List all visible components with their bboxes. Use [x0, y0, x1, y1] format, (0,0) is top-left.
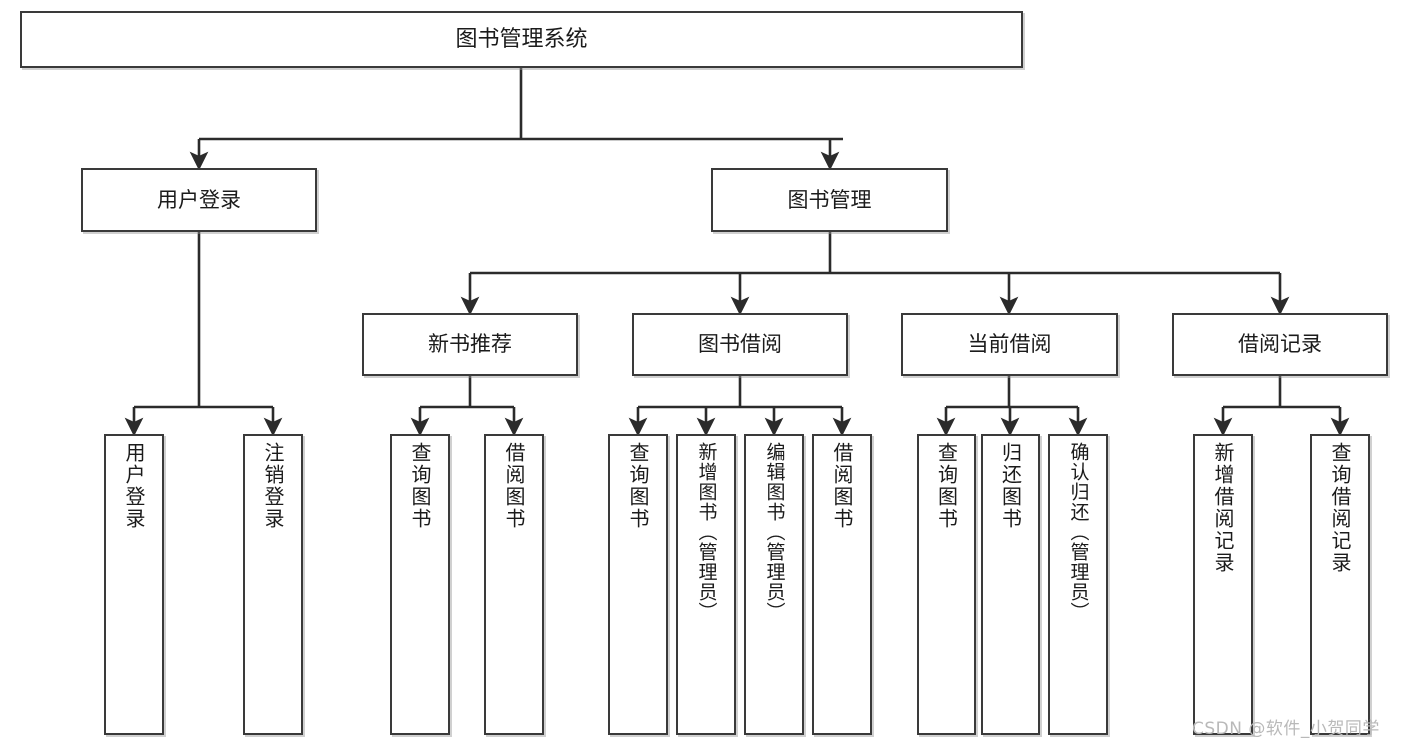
- node-book-manage-label: 图书管理: [787, 187, 872, 212]
- node-leaf-confirm-return[interactable]: 确认归还（管理员）: [1048, 434, 1108, 735]
- node-user-login[interactable]: 用户登录: [81, 168, 317, 232]
- node-leaf-add-book-label: 新增图书（管理员）: [695, 442, 718, 622]
- node-leaf-return-book-label: 归还图书: [998, 442, 1023, 530]
- node-current-borrow[interactable]: 当前借阅: [901, 313, 1118, 376]
- node-leaf-add-record-label: 新增借阅记录: [1211, 442, 1235, 574]
- node-leaf-add-book[interactable]: 新增图书（管理员）: [676, 434, 736, 735]
- node-borrow-record-label: 借阅记录: [1238, 332, 1322, 357]
- node-book-borrow-label: 图书借阅: [698, 332, 782, 357]
- node-leaf-query-book-3-label: 查询图书: [934, 442, 959, 530]
- node-leaf-confirm-return-label: 确认归还（管理员）: [1067, 442, 1090, 622]
- node-leaf-edit-book-label: 编辑图书（管理员）: [763, 442, 786, 622]
- node-leaf-borrow-book-2-label: 借阅图书: [830, 442, 854, 530]
- node-leaf-query-record[interactable]: 查询借阅记录: [1310, 434, 1370, 735]
- node-user-login-label: 用户登录: [157, 187, 241, 212]
- node-leaf-borrow-book-1[interactable]: 借阅图书: [484, 434, 544, 735]
- node-leaf-user-login[interactable]: 用户登录: [104, 434, 164, 735]
- node-leaf-query-book-1-label: 查询图书: [408, 442, 432, 530]
- node-current-borrow-label: 当前借阅: [967, 332, 1052, 357]
- node-borrow-record[interactable]: 借阅记录: [1172, 313, 1388, 376]
- node-new-book-recommend[interactable]: 新书推荐: [362, 313, 578, 376]
- node-leaf-query-book-3[interactable]: 查询图书: [917, 434, 976, 735]
- csdn-watermark: CSDN @软件_小贺同学: [1192, 719, 1380, 739]
- node-leaf-query-record-label: 查询借阅记录: [1328, 442, 1352, 574]
- node-leaf-borrow-book-1-label: 借阅图书: [502, 442, 526, 530]
- node-book-manage[interactable]: 图书管理: [711, 168, 948, 232]
- node-leaf-query-book-2[interactable]: 查询图书: [608, 434, 668, 735]
- node-book-borrow[interactable]: 图书借阅: [632, 313, 848, 376]
- node-root-label: 图书管理系统: [455, 26, 588, 52]
- node-leaf-edit-book[interactable]: 编辑图书（管理员）: [744, 434, 804, 735]
- node-leaf-return-book[interactable]: 归还图书: [981, 434, 1040, 735]
- node-leaf-query-book-2-label: 查询图书: [626, 442, 650, 530]
- node-root[interactable]: 图书管理系统: [20, 11, 1023, 68]
- node-new-book-recommend-label: 新书推荐: [428, 332, 512, 357]
- node-leaf-user-login-label: 用户登录: [122, 442, 146, 530]
- node-leaf-query-book-1[interactable]: 查询图书: [390, 434, 450, 735]
- node-leaf-logout-label: 注销登录: [261, 442, 285, 530]
- node-leaf-logout[interactable]: 注销登录: [243, 434, 303, 735]
- node-leaf-borrow-book-2[interactable]: 借阅图书: [812, 434, 872, 735]
- node-leaf-add-record[interactable]: 新增借阅记录: [1193, 434, 1253, 735]
